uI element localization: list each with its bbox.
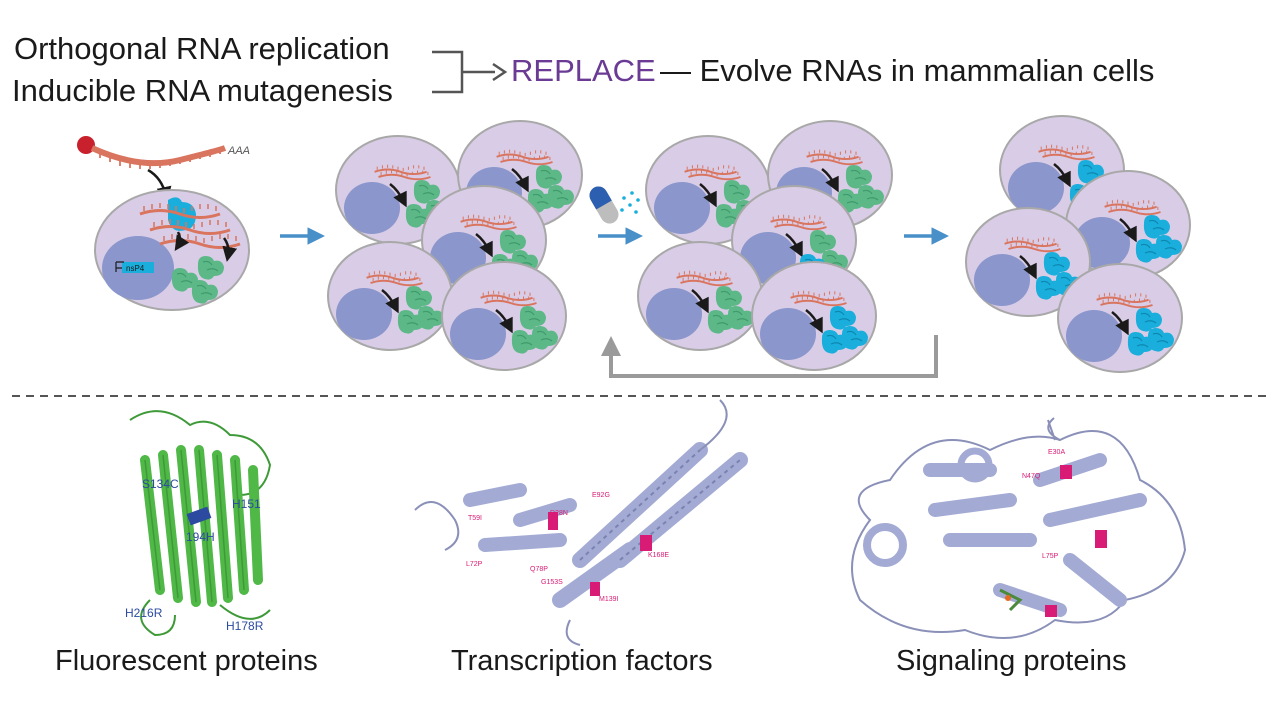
poly-a-tail: AAA (227, 145, 250, 157)
tf-mutation-e92g: E92G (592, 492, 610, 499)
transcription-factor-structure: T59I E92G D28N L72P Q78P K168E G153S M13… (414, 399, 748, 646)
iteration-loop-arrow (601, 335, 938, 378)
tf-mutation-l72p: L72P (466, 561, 483, 568)
cell-cluster-replication (328, 121, 582, 370)
fp-mutation-194h: 194H (186, 530, 215, 544)
nsp4-gene-label: nsP4 (126, 264, 145, 273)
fp-mutation-h178r: H178R (226, 619, 264, 633)
nsp4-gene-box (122, 262, 154, 273)
header-bracket (432, 50, 508, 94)
label-signaling-proteins: Signaling proteins (896, 645, 1127, 677)
cell-cluster-evolved (966, 116, 1190, 372)
sp-mutation-n47q: N47Q (1022, 473, 1041, 480)
fp-mutation-h216r: H216R (125, 606, 163, 620)
label-transcription-factors: Transcription factors (451, 645, 713, 677)
sp-mutation-e30a: E30A (1048, 449, 1065, 456)
cell-cluster-mutagenesis (638, 121, 892, 370)
fluorescent-protein-structure: S134C H151 194H H216R H178R (125, 410, 272, 637)
tf-mutation-d28n: D28N (550, 510, 568, 517)
rna-construct: AAA (77, 136, 250, 202)
tf-mutation-g153s: G153S (541, 579, 563, 586)
tf-mutation-k168e: K168E (648, 552, 669, 559)
sp-mutation-l75p: L75P (1042, 553, 1059, 560)
header-orthogonal-replication: Orthogonal RNA replication (14, 31, 390, 66)
signaling-protein-structure: E30A N47Q L75P (851, 417, 1187, 639)
tf-mutation-t59i: T59I (468, 515, 482, 522)
label-fluorescent-proteins: Fluorescent proteins (55, 645, 318, 677)
tf-mutation-q78p: Q78P (530, 566, 548, 573)
method-tagline: — Evolve RNAs in mammalian cells (660, 53, 1155, 88)
fp-mutation-h151: H151 (232, 497, 261, 511)
tf-mutation-m139i: M139I (599, 596, 619, 603)
method-name: REPLACE (511, 53, 656, 88)
mutagen-pill-icon (589, 186, 640, 224)
initial-cell: nsP4 (94, 189, 250, 311)
fp-mutation-s134c: S134C (142, 477, 179, 491)
header-inducible-mutagenesis: Inducible RNA mutagenesis (12, 73, 393, 108)
